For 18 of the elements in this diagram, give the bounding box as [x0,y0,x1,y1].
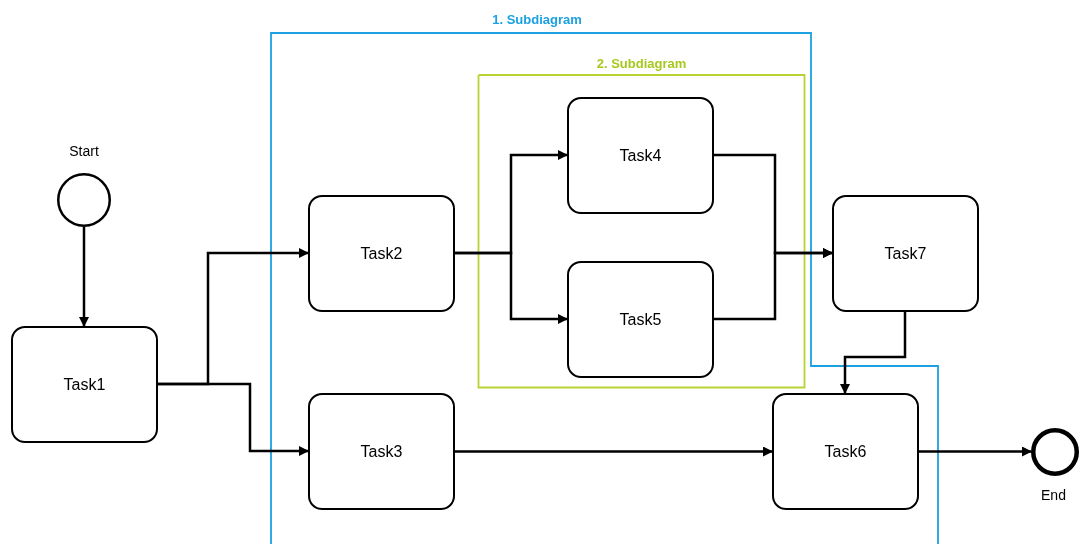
arrow [79,227,89,327]
arrow [455,446,773,457]
frame-title: 1. Subdiagram [491,12,583,27]
frame-title: 2. Subdiagram [595,56,688,71]
event-label: Start [68,143,100,159]
task-box: Task7 [832,195,979,312]
arrow [840,312,907,394]
task-box: Task1 [11,326,158,443]
arrow [455,251,568,324]
task-box: Task3 [308,393,455,510]
task-box: Task2 [308,195,455,312]
task-box: Task6 [772,393,919,510]
arrow [919,446,1032,457]
arrow [158,382,309,456]
task-box: Task4 [567,97,714,214]
event-label: End [1040,487,1067,503]
arrow [714,248,833,321]
task-box: Task5 [567,261,714,378]
